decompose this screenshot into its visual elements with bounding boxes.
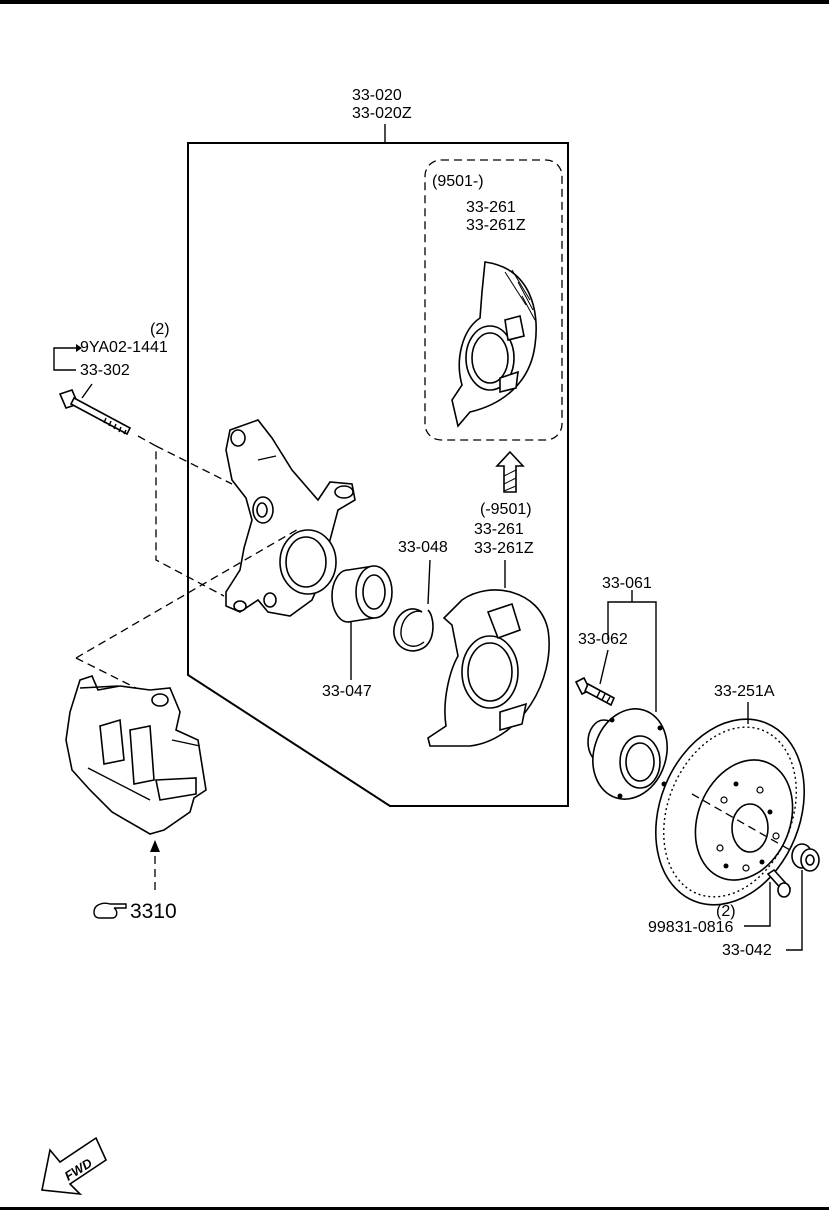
label-shield-old-b: 33-261Z (474, 540, 534, 557)
bottom-border (0, 1207, 829, 1210)
wheel-nut (786, 843, 820, 951)
dust-shield-new (451, 261, 537, 428)
label-snap-ring: 33-048 (398, 539, 448, 556)
wheel-bearing (331, 565, 393, 680)
arrow-up-icon (495, 450, 525, 493)
label-bolt-b: 33-302 (80, 362, 130, 379)
brake-disc (654, 702, 806, 906)
knuckle-bolt (58, 383, 132, 436)
top-border (0, 0, 829, 4)
snap-ring (393, 559, 434, 652)
bolt-dash-line (137, 435, 225, 597)
brake-caliper (65, 675, 207, 835)
knuckle-assembly-box (187, 142, 569, 807)
wheel-hub (587, 708, 668, 800)
label-bearing: 33-047 (322, 683, 372, 700)
hub-bolt (574, 649, 616, 707)
label-caliper-ref: 3310 (130, 900, 177, 923)
label-period-old: (-9501) (480, 501, 532, 518)
label-shield-new-b: 33-261Z (466, 217, 526, 234)
arrow-to-caliper (150, 840, 160, 890)
new-shield-box (424, 159, 563, 441)
hub-bracket (607, 590, 657, 712)
label-bolt-qty: (2) (150, 321, 170, 338)
label-hub-bolt: 33-062 (578, 631, 628, 648)
caliper-dash-line-2 (75, 657, 141, 691)
label-disc: 33-251A (714, 683, 775, 700)
label-shield-new-a: 33-261 (466, 199, 516, 216)
label-screw-qty: (2) (716, 903, 736, 920)
dust-shield-old (427, 560, 550, 747)
set-screw (744, 868, 792, 927)
label-assembly-a: 33-020 (352, 87, 402, 104)
caliper-dash-line (75, 527, 301, 659)
label-assembly-b: 33-020Z (352, 105, 412, 122)
label-hub-assy: 33-061 (602, 575, 652, 592)
bolt-bracket (53, 344, 82, 371)
axis-dash-line (691, 793, 805, 859)
steering-knuckle (225, 419, 356, 617)
label-period-new: (9501-) (432, 173, 484, 190)
label-shield-old-a: 33-261 (474, 521, 524, 538)
bolt-dash-line-2 (155, 445, 233, 485)
forward-arrow-icon (41, 1136, 108, 1196)
label-bolt-a: 9YA02-1441 (80, 339, 168, 356)
label-screw: 99831-0816 (648, 919, 734, 936)
reference-hand-icon (93, 902, 127, 919)
label-nut: 33-042 (722, 942, 772, 959)
